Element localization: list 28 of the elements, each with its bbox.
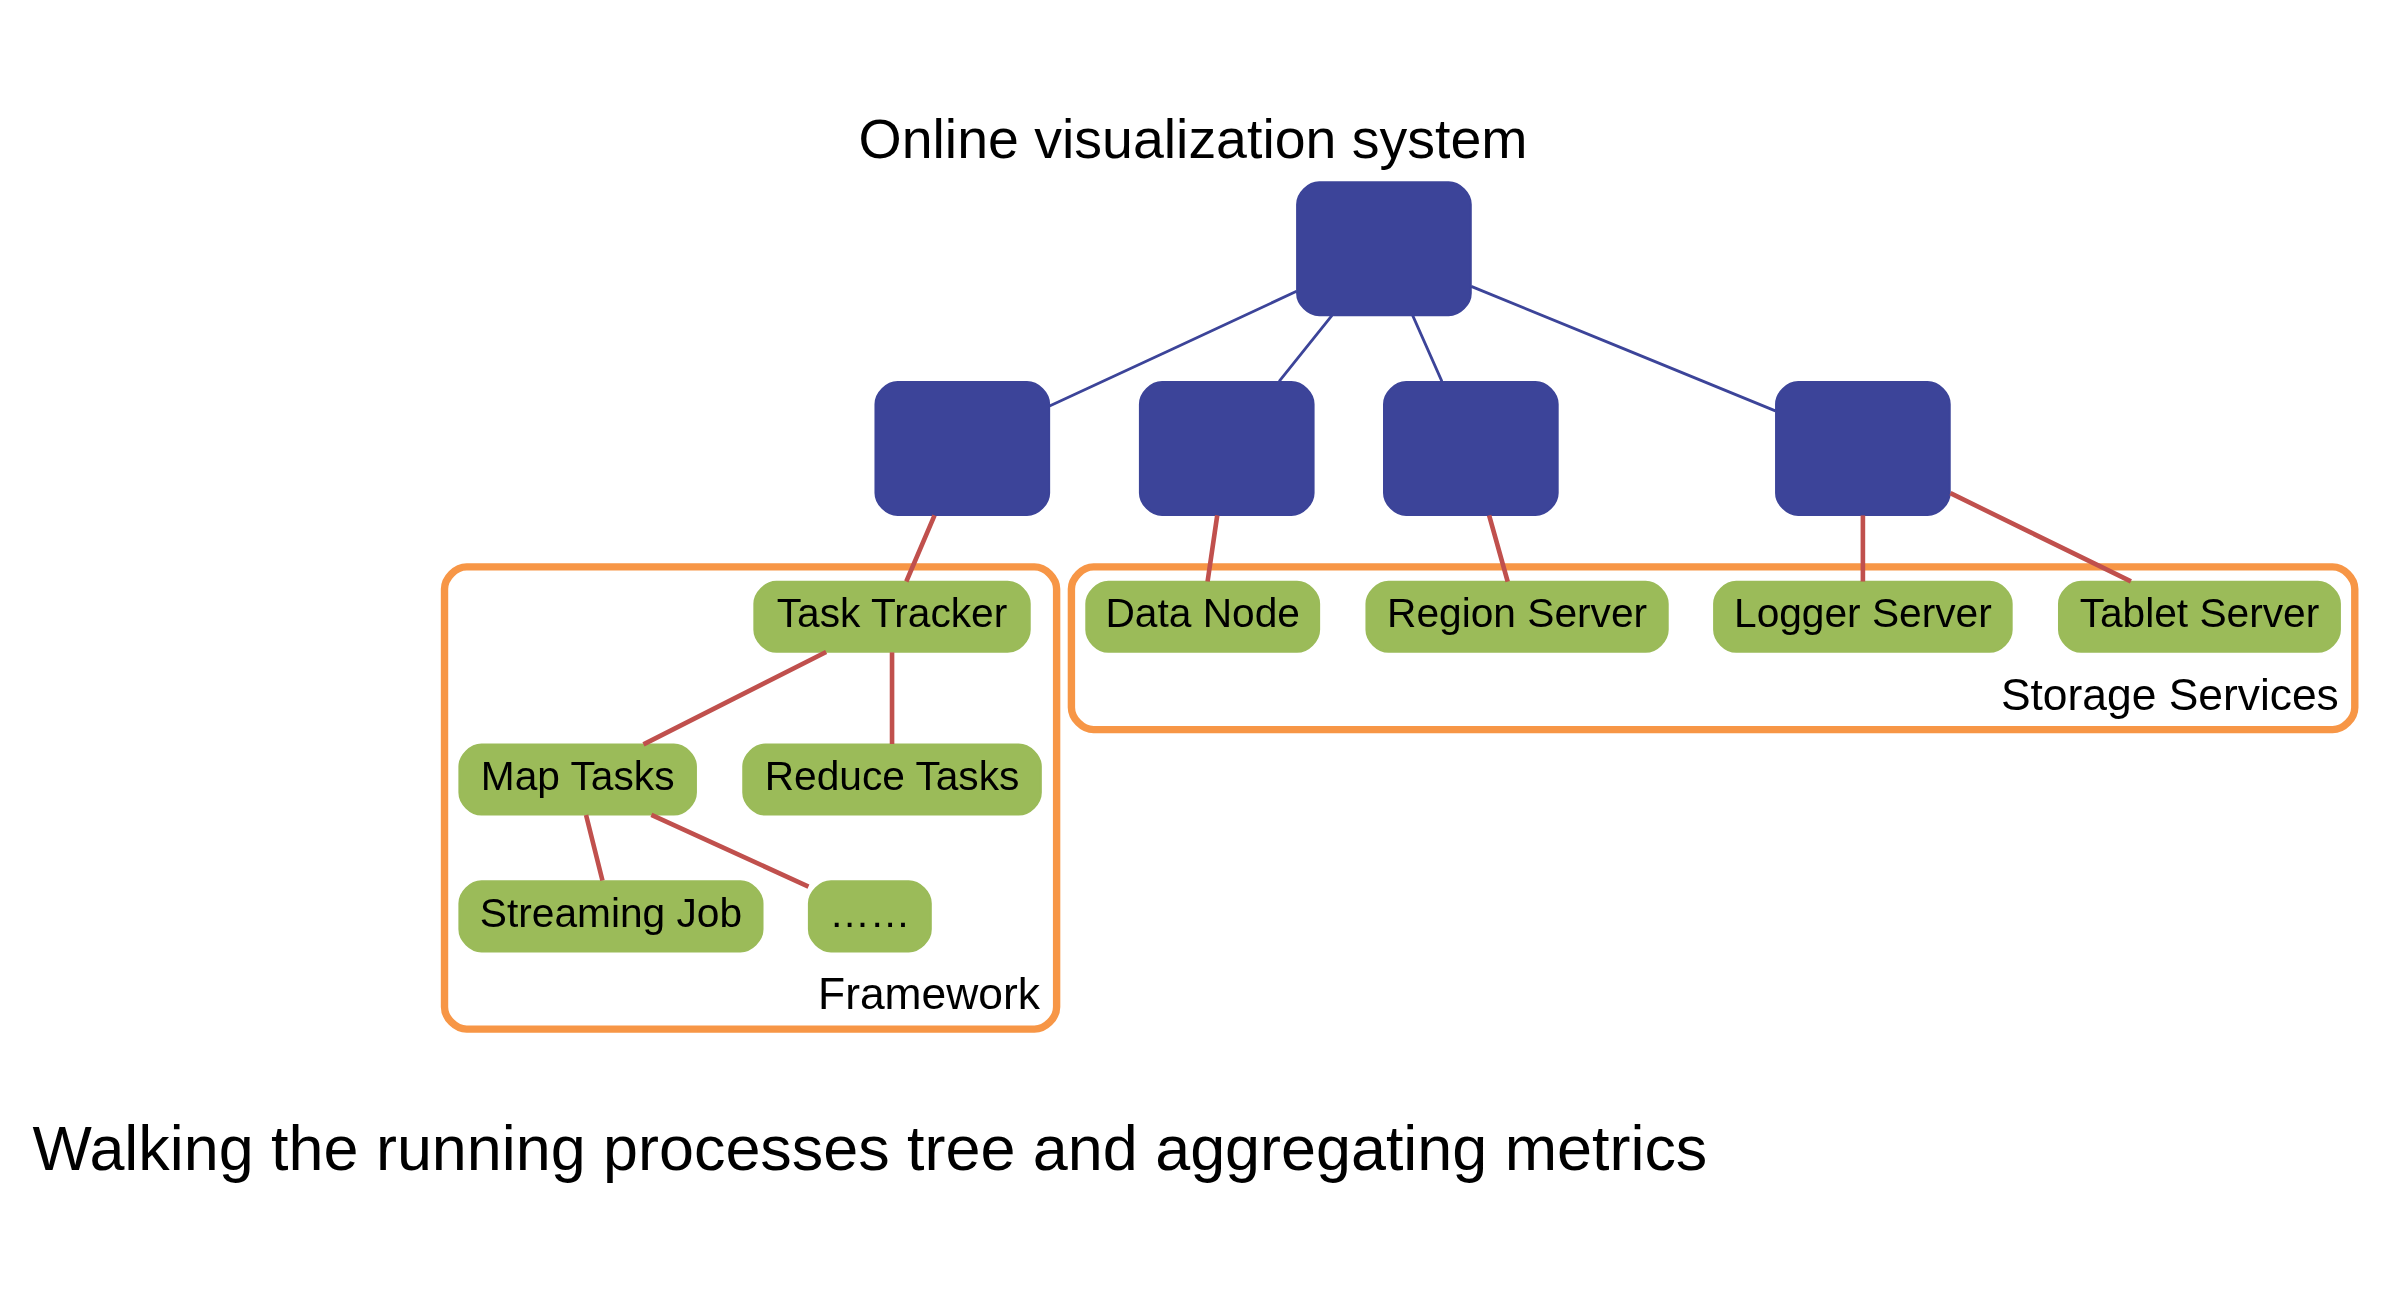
node-box [1296,181,1472,317]
node-box: Map Tasks [458,743,697,816]
connector [1486,514,1510,583]
node-box [1138,381,1315,516]
node-box [1775,381,1951,516]
connector [642,649,828,747]
node-box: …… [807,880,932,953]
node-box: Region Server [1365,580,1669,653]
connector [583,814,605,882]
node-box: Logger Server [1713,580,2013,653]
connector [1949,491,2132,584]
node-box [1383,381,1559,516]
diagram-title: Online visualization system [858,108,1528,171]
connector [650,812,810,889]
label: Walking the running processes tree and aggregating metrics [32,1113,1708,1184]
node-box: Data Node [1085,580,1321,653]
node-box: Streaming Job [458,880,764,953]
node-box: Reduce Tasks [742,743,1042,816]
node-box: Tablet Server [2058,580,2341,653]
connector [1048,290,1298,408]
connector [1860,515,1866,582]
connector [904,514,937,583]
connector [889,652,895,744]
node-box: Task Tracker [753,580,1031,653]
connector [1411,314,1444,382]
node-box [874,381,1051,516]
connector [1278,314,1334,383]
connector [1470,285,1776,413]
